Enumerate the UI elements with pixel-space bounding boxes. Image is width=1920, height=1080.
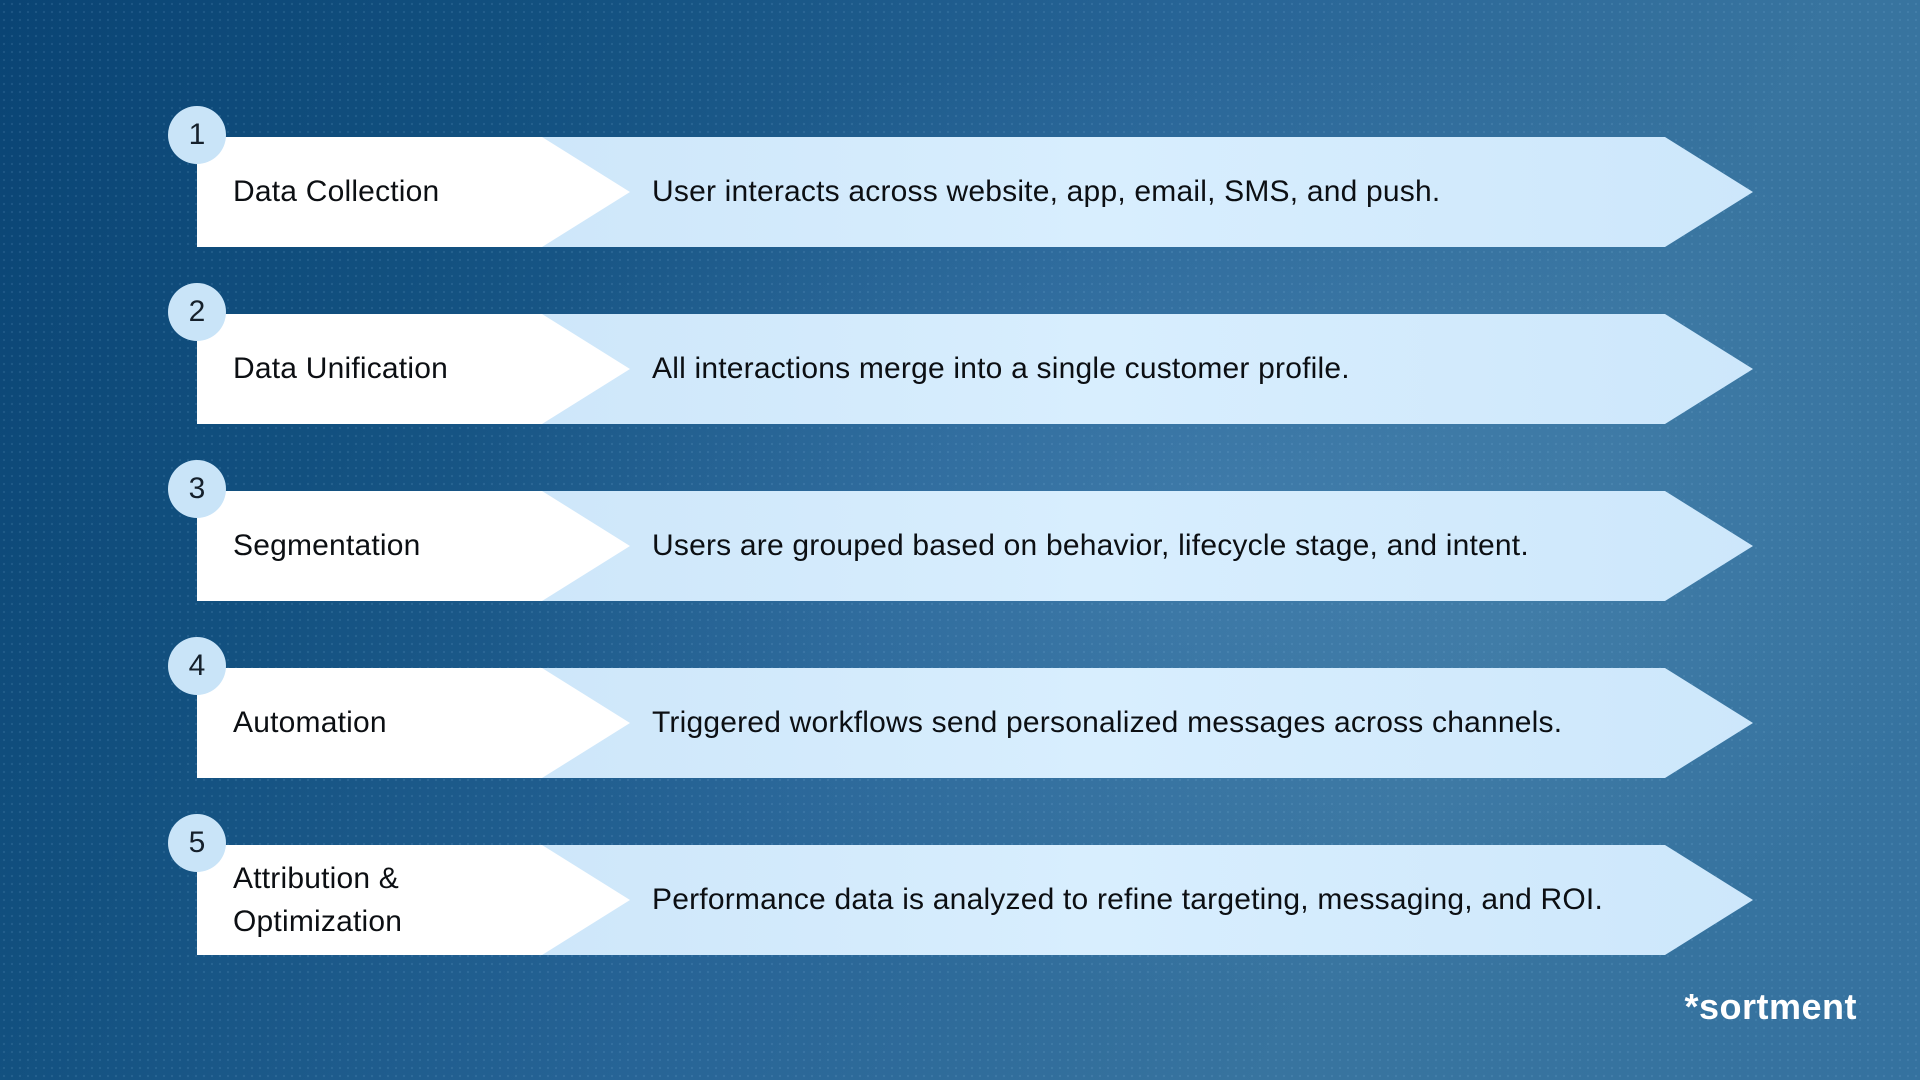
step-description: Users are grouped based on behavior, lif… <box>652 529 1529 562</box>
step-row: 4 Automation Triggered workflows send pe… <box>168 637 1753 778</box>
step-number: 4 <box>188 649 206 682</box>
step-title-arrow <box>197 137 630 247</box>
step-description: Triggered workflows send personalized me… <box>652 706 1563 739</box>
step-number-badge: 5 <box>168 814 226 872</box>
step-row: 1 Data Collection User interacts across … <box>168 106 1753 247</box>
step-title: Data Collection <box>233 175 440 209</box>
step-number: 2 <box>188 295 206 328</box>
step-description: User interacts across website, app, emai… <box>652 175 1441 208</box>
step-title-arrow <box>197 845 630 955</box>
step-title-arrow <box>197 668 630 778</box>
step-number: 1 <box>188 118 206 151</box>
step-row: 3 Segmentation Users are grouped based o… <box>168 460 1753 601</box>
step-description: All interactions merge into a single cus… <box>652 352 1350 385</box>
step-row: 2 Data Unification All interactions merg… <box>168 283 1753 424</box>
step-number-badge: 4 <box>168 637 226 695</box>
step-title: Automation <box>233 706 387 740</box>
step-number-badge: 3 <box>168 460 226 518</box>
step-number: 3 <box>188 472 206 505</box>
sortment-logo: *sortment <box>1684 986 1857 1027</box>
step-title: Attribution & Optimization <box>233 861 403 939</box>
step-title-arrow <box>197 491 630 601</box>
step-description: Performance data is analyzed to refine t… <box>652 883 1603 916</box>
step-row: 5 Attribution & Optimization Performance… <box>168 814 1753 955</box>
step-title: Data Unification <box>233 352 448 386</box>
step-number: 5 <box>188 826 206 859</box>
step-title-arrow <box>197 314 630 424</box>
step-title: Segmentation <box>233 529 421 563</box>
step-number-badge: 1 <box>168 106 226 164</box>
step-number-badge: 2 <box>168 283 226 341</box>
